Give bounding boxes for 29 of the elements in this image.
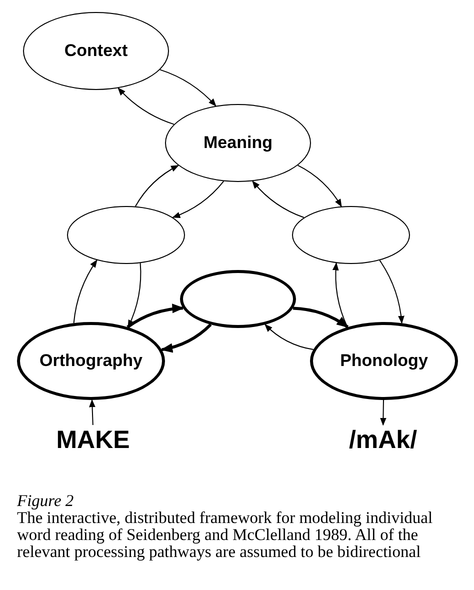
ellipse-node [310,322,458,400]
node-label: Context [64,40,128,62]
arrow [252,180,304,218]
ellipse-node [165,104,311,182]
arrow [89,399,96,426]
arrow [160,324,212,352]
arrow [380,400,386,426]
ellipse-node [67,206,185,264]
arrow [292,306,349,328]
ellipse-node [23,12,169,90]
ellipse-node [17,322,165,400]
ellipse-node [180,270,296,328]
arrow [126,304,184,328]
ellipse-node [292,206,410,264]
figure-number: Figure 2 [17,492,75,509]
node-label: Phonology [340,350,428,372]
arrow [118,88,174,125]
arrow [73,260,98,324]
arrow [134,165,179,207]
arrow [297,164,342,208]
word-label: MAKE [43,425,143,455]
arrow [160,69,216,106]
node-label: Orthography [40,350,142,372]
node-label: Meaning [204,132,272,154]
arrow [172,180,224,218]
caption: The interactive, distributed framework for modeling individual word reading of Seidenberg and McClelland 1989. All of the relevant processing pathways are assumed to be bidirectional [17,509,434,560]
word-label: /mAk/ [333,425,433,455]
arrow [379,260,404,324]
arrow [264,324,314,350]
